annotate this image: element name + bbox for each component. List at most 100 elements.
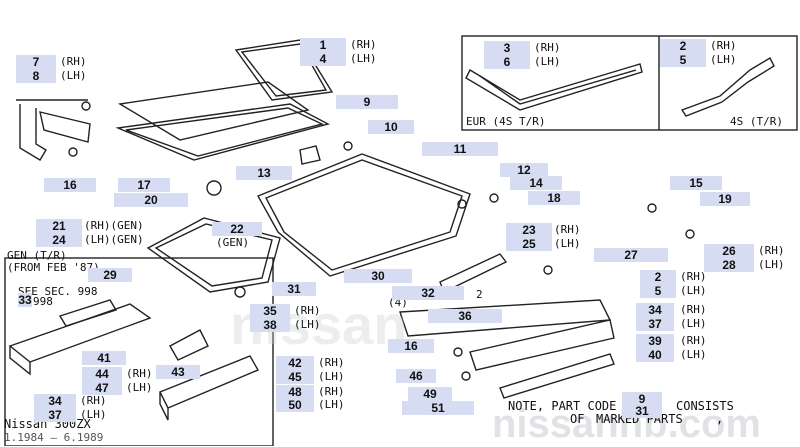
callout-10[interactable]: 10 [368,120,414,134]
callout-9[interactable]: 9 [336,95,398,109]
callout-47[interactable]: 47 [82,381,122,395]
callout-17[interactable]: 17 [118,178,170,192]
callout-37-main[interactable]: 37 [636,317,674,331]
callout-39-side: (RH) [680,334,707,347]
callout-34-main[interactable]: 34 [636,303,674,317]
note-consists: CONSISTS [676,399,734,413]
callout-12[interactable]: 12 [500,163,548,177]
callout-37-main-side: (LH) [680,317,707,330]
callout-37-gen[interactable]: 37 [34,408,76,422]
callout-11[interactable]: 11 [422,142,498,156]
callout-2-main-side: (RH) [680,270,707,283]
callout-3[interactable]: 3 [484,41,530,55]
callout-3-side: (RH) [534,41,561,54]
note-line1: NOTE, PART CODE [508,399,617,413]
callout-51[interactable]: 51 [402,401,474,415]
callout-15[interactable]: 15 [670,176,722,190]
callout-34-gen[interactable]: 34 [34,394,76,408]
callout-33[interactable]: 33 [18,293,32,307]
callout-25[interactable]: 25 [506,237,552,251]
callout-22-side: (GEN) [216,236,250,249]
callout-35-side: (RH) [294,304,321,317]
callout-5-4s[interactable]: 5 [660,53,706,67]
callout-18[interactable]: 18 [528,191,580,205]
callout-34-main-side: (RH) [680,303,707,316]
callout-13[interactable]: 13 [236,166,292,180]
callout-1-side: (RH) [350,38,377,51]
callout-5-main[interactable]: 5 [640,284,676,298]
callout-44[interactable]: 44 [82,367,122,381]
callout-44-side: (RH) [126,367,153,380]
callout-39[interactable]: 39 [636,334,674,348]
footer-dates: 1.1984 – 6.1989 [4,431,104,444]
see-section-number: 998 [33,295,53,308]
callout-21-side: (RH)(GEN) [84,219,144,232]
callout-26[interactable]: 26 [704,244,754,258]
callout-40[interactable]: 40 [636,348,674,362]
callout-48[interactable]: 48 [276,385,314,399]
callout-32[interactable]: 32 [392,286,464,300]
callout-5-4s-side: (LH) [710,53,737,66]
callout-16-main[interactable]: 16 [388,339,434,353]
callout-20[interactable]: 20 [114,193,188,207]
callout-31[interactable]: 31 [272,282,316,296]
callout-24-side: (LH)(GEN) [84,233,144,246]
callout-1[interactable]: 1 [300,38,346,52]
callout-25-side: (LH) [554,237,581,250]
note-of: OF [570,412,585,426]
callout-45[interactable]: 45 [276,370,314,384]
part-2-plain-label: 2 [476,288,483,301]
callout-48-side: (RH) [318,385,345,398]
callout-26-side: (RH) [758,244,785,257]
callout-14[interactable]: 14 [510,176,562,190]
callout-6-side: (LH) [534,55,561,68]
callout-43[interactable]: 43 [156,365,200,379]
callout-29[interactable]: 29 [88,268,132,282]
callout-2-4s[interactable]: 2 [660,39,706,53]
callout-22[interactable]: 22 [212,222,262,236]
callout-38[interactable]: 38 [250,318,290,332]
callout-28-side: (LH) [758,258,785,271]
callout-8[interactable]: 8 [16,69,56,83]
callout-34-gen-side: (RH) [80,394,107,407]
callout-28[interactable]: 28 [704,258,754,272]
callout-7-side: (RH) [60,55,87,68]
callout-47-side: (LH) [126,381,153,394]
callout-50[interactable]: 50 [276,398,314,412]
gen-panel-label-line1: GEN (T/R) [7,249,67,262]
callout-4-side: (LH) [350,52,377,65]
callout-6[interactable]: 6 [484,55,530,69]
callout-4[interactable]: 4 [300,52,346,66]
gen-panel-label-line2: (FROM FEB '87) [7,261,100,274]
callout-2-4s-side: (RH) [710,39,737,52]
callout-7[interactable]: 7 [16,55,56,69]
callout-23[interactable]: 23 [506,223,552,237]
callout-30[interactable]: 30 [344,269,412,283]
callout-27[interactable]: 27 [594,248,668,262]
callout-8-side: (LH) [60,69,87,82]
callout-46[interactable]: 46 [396,369,436,383]
callout-31-note[interactable]: 31 [622,404,662,418]
callout-49[interactable]: 49 [408,387,452,401]
callout-16[interactable]: 16 [44,178,96,192]
callout-5-main-side: (LH) [680,284,707,297]
callout-24[interactable]: 24 [36,233,82,247]
callout-2-main[interactable]: 2 [640,270,676,284]
callout-36[interactable]: 36 [428,309,502,323]
callout-21[interactable]: 21 [36,219,82,233]
callout-45-side: (LH) [318,370,345,383]
callout-19[interactable]: 19 [700,192,750,206]
callout-38-side: (LH) [294,318,321,331]
gen-panel-frame [4,257,274,446]
callout-35[interactable]: 35 [250,304,290,318]
eur-panel-label: EUR (4S T/R) [466,115,546,128]
callout-42[interactable]: 42 [276,356,314,370]
callout-37-gen-side: (LH) [80,408,107,421]
see-section-text: SEE SEC. 998 [18,285,98,298]
note-comma: , [716,412,724,426]
callout-41[interactable]: 41 [82,351,126,365]
callout-9-note[interactable]: 9 [622,392,662,406]
4s-panel-label: 4S (T/R) [730,115,783,128]
